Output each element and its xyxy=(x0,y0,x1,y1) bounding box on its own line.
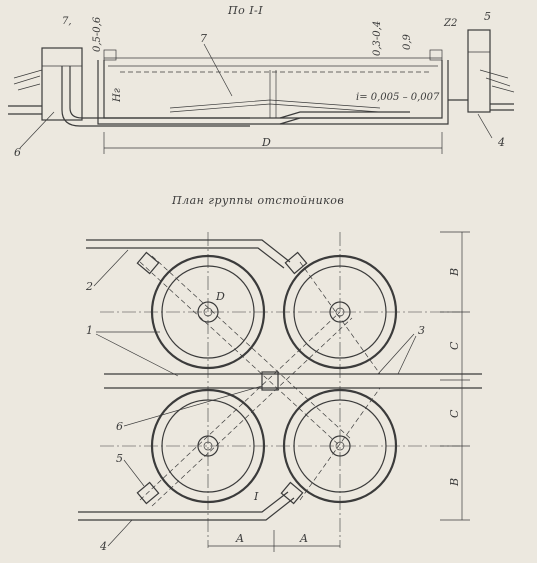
inlet-pipes xyxy=(78,239,295,521)
tank-top-left xyxy=(150,254,266,370)
tank-bottom-left xyxy=(150,388,266,504)
plan-title: План группы отстойников xyxy=(171,194,344,207)
inlet-pipe xyxy=(8,66,250,127)
dim-v-2: C xyxy=(448,341,461,350)
vertical-dims xyxy=(440,231,470,521)
dim-depth: 0,9 xyxy=(402,33,413,50)
dim-h-2: A xyxy=(299,532,308,545)
plan-label-4: 4 xyxy=(99,540,107,553)
axis-lines xyxy=(100,232,460,548)
plan-label-I: I xyxy=(253,490,259,503)
outlet-pipe-plan xyxy=(104,373,482,389)
outlet-chamber xyxy=(467,29,491,113)
horizontal-dims xyxy=(208,530,340,552)
level-right: Z2 xyxy=(443,18,457,29)
inlet-chamber xyxy=(41,47,83,121)
section-view: По I-I xyxy=(8,4,515,159)
plan-label-3: 3 xyxy=(418,324,425,337)
settling-tank-section xyxy=(97,49,449,125)
section-label-5: 5 xyxy=(484,10,491,23)
outlet-pipe xyxy=(279,99,468,125)
dim-v-3: C xyxy=(448,409,461,418)
section-title: По I-I xyxy=(227,4,263,17)
dim-top: 0,3-0,4 xyxy=(372,21,383,56)
dim-slope: i= 0,005 – 0,007 xyxy=(356,92,440,103)
dim-v-4: B xyxy=(448,478,461,487)
level-left: 7, xyxy=(62,16,72,27)
tank-top-right xyxy=(282,254,398,370)
dim-freeboard: 0,5-0,6 xyxy=(92,16,103,52)
plan-label-5: 5 xyxy=(116,452,123,465)
plan-label-6: 6 xyxy=(116,420,123,433)
valves xyxy=(136,251,308,505)
ground-hatch xyxy=(13,69,515,93)
section-dim-D: D xyxy=(261,136,271,149)
section-label-4: 4 xyxy=(497,136,505,149)
section-label-6: 6 xyxy=(14,146,21,159)
plan-circle-D: D xyxy=(215,290,225,303)
dim-v-1: B xyxy=(448,268,461,277)
section-label-7: 7 xyxy=(200,32,207,45)
dim-h-1: A xyxy=(235,532,244,545)
plan-label-2: 2 xyxy=(85,280,93,293)
plan-view: План группы отстойников xyxy=(78,194,482,553)
plan-label-1: 1 xyxy=(86,324,93,337)
tank-bottom-right xyxy=(282,388,398,504)
dim-height: Hг xyxy=(112,88,123,103)
